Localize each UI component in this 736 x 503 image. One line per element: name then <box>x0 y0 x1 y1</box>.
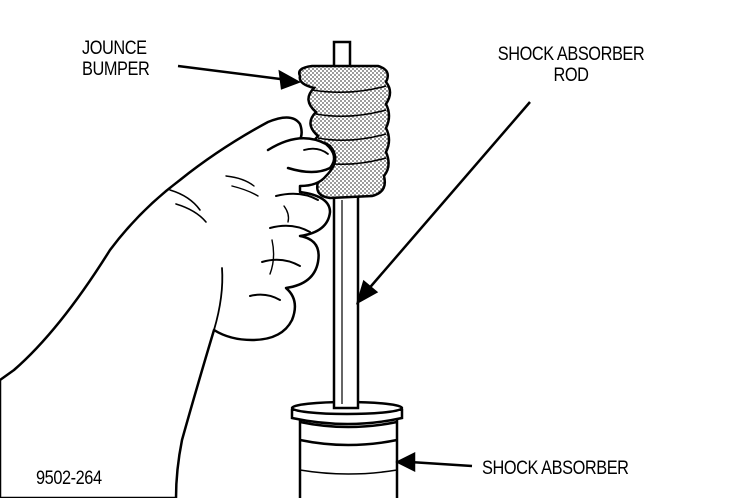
shock-absorber-arrowhead <box>395 451 416 473</box>
shock-absorber-rod <box>332 194 360 410</box>
hand <box>0 116 337 500</box>
shock-absorber-body <box>298 418 399 498</box>
leader-arrows <box>177 64 531 473</box>
rod-arrowhead <box>355 279 379 305</box>
jounce-bumper-label-line1: JOUNCE <box>82 38 147 59</box>
shock-absorber-label: SHOCK ABSORBER <box>482 458 629 479</box>
jounce-bumper-arrowhead <box>278 69 301 90</box>
shock-absorber-rod-label-line1: SHOCK ABSORBER <box>497 44 645 65</box>
shock-absorber-arrow <box>409 460 473 468</box>
jounce-bumper-label-line2: BUMPER <box>82 59 150 80</box>
jounce-bumper-label: JOUNCE BUMPER <box>82 38 150 80</box>
rod-arrow <box>365 101 531 293</box>
shock-absorber-rod-label: SHOCK ABSORBER ROD <box>488 44 655 86</box>
jounce-bumper-arrow <box>177 64 289 82</box>
shock-absorber-rod-label-line2: ROD <box>553 65 589 86</box>
figure-id-label: 9502-264 <box>36 468 102 489</box>
